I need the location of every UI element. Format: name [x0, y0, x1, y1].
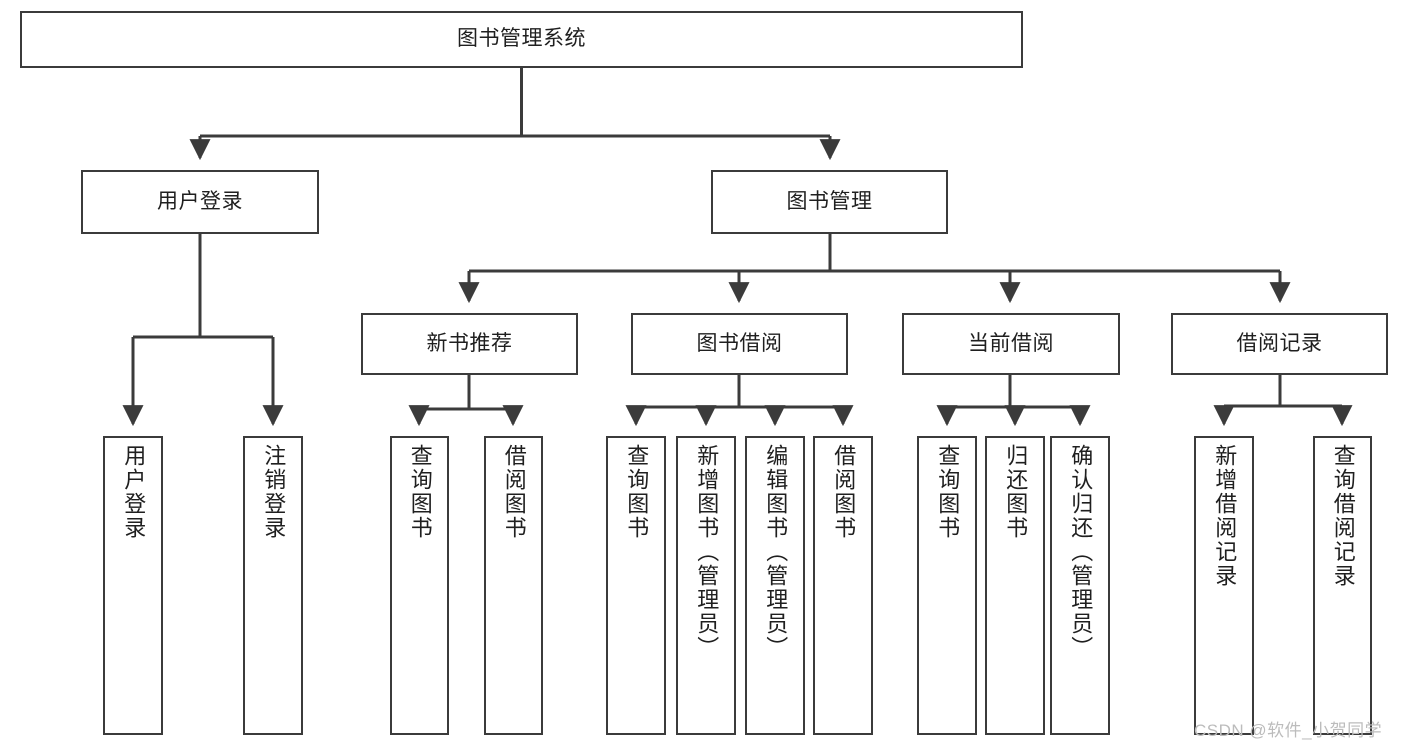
node-label: 图书管理系统: [457, 27, 586, 51]
node-label: 当前借阅: [968, 331, 1054, 355]
leaf-edit-book[interactable]: 编辑图书（管理员）: [745, 436, 805, 735]
leaf-query-record[interactable]: 查询借阅记录: [1313, 436, 1372, 735]
node-label: 新增图书（管理员）: [694, 444, 720, 660]
leaf-query-book-1[interactable]: 查询图书: [390, 436, 449, 735]
leaf-add-book[interactable]: 新增图书（管理员）: [676, 436, 736, 735]
node-label: 编辑图书（管理员）: [763, 444, 789, 660]
node-label: 确认归还（管理员）: [1068, 444, 1094, 660]
node-label: 借阅图书: [831, 444, 857, 540]
node-current-borrow[interactable]: 当前借阅: [902, 313, 1120, 375]
node-root-system[interactable]: 图书管理系统: [20, 11, 1023, 68]
node-label: 查询图书: [407, 444, 433, 540]
leaf-query-book-3[interactable]: 查询图书: [917, 436, 977, 735]
leaf-logout[interactable]: 注销登录: [243, 436, 303, 735]
node-label: 用户登录: [157, 189, 243, 213]
leaf-confirm-return[interactable]: 确认归还（管理员）: [1050, 436, 1110, 735]
leaf-user-login[interactable]: 用户登录: [103, 436, 163, 735]
leaf-borrow-book-1[interactable]: 借阅图书: [484, 436, 543, 735]
node-label: 借阅记录: [1236, 331, 1323, 355]
leaf-add-record[interactable]: 新增借阅记录: [1194, 436, 1254, 735]
node-new-book-recommend[interactable]: 新书推荐: [361, 313, 578, 375]
node-label: 图书借阅: [696, 331, 783, 355]
node-label: 查询图书: [624, 444, 650, 540]
node-label: 归还图书: [1003, 444, 1029, 540]
leaf-borrow-book-2[interactable]: 借阅图书: [813, 436, 873, 735]
node-label: 新增借阅记录: [1212, 444, 1238, 588]
leaf-query-book-2[interactable]: 查询图书: [606, 436, 666, 735]
node-borrow-record[interactable]: 借阅记录: [1171, 313, 1388, 375]
node-label: 查询借阅记录: [1330, 444, 1356, 588]
node-label: 图书管理: [786, 189, 873, 213]
leaf-return-book[interactable]: 归还图书: [985, 436, 1045, 735]
node-user-login[interactable]: 用户登录: [81, 170, 319, 234]
node-label: 新书推荐: [426, 331, 513, 355]
node-book-borrow[interactable]: 图书借阅: [631, 313, 848, 375]
node-label: 查询图书: [935, 444, 961, 540]
node-label: 用户登录: [121, 444, 147, 540]
node-book-manage[interactable]: 图书管理: [711, 170, 948, 234]
node-label: 注销登录: [261, 444, 287, 540]
node-label: 借阅图书: [501, 444, 527, 540]
